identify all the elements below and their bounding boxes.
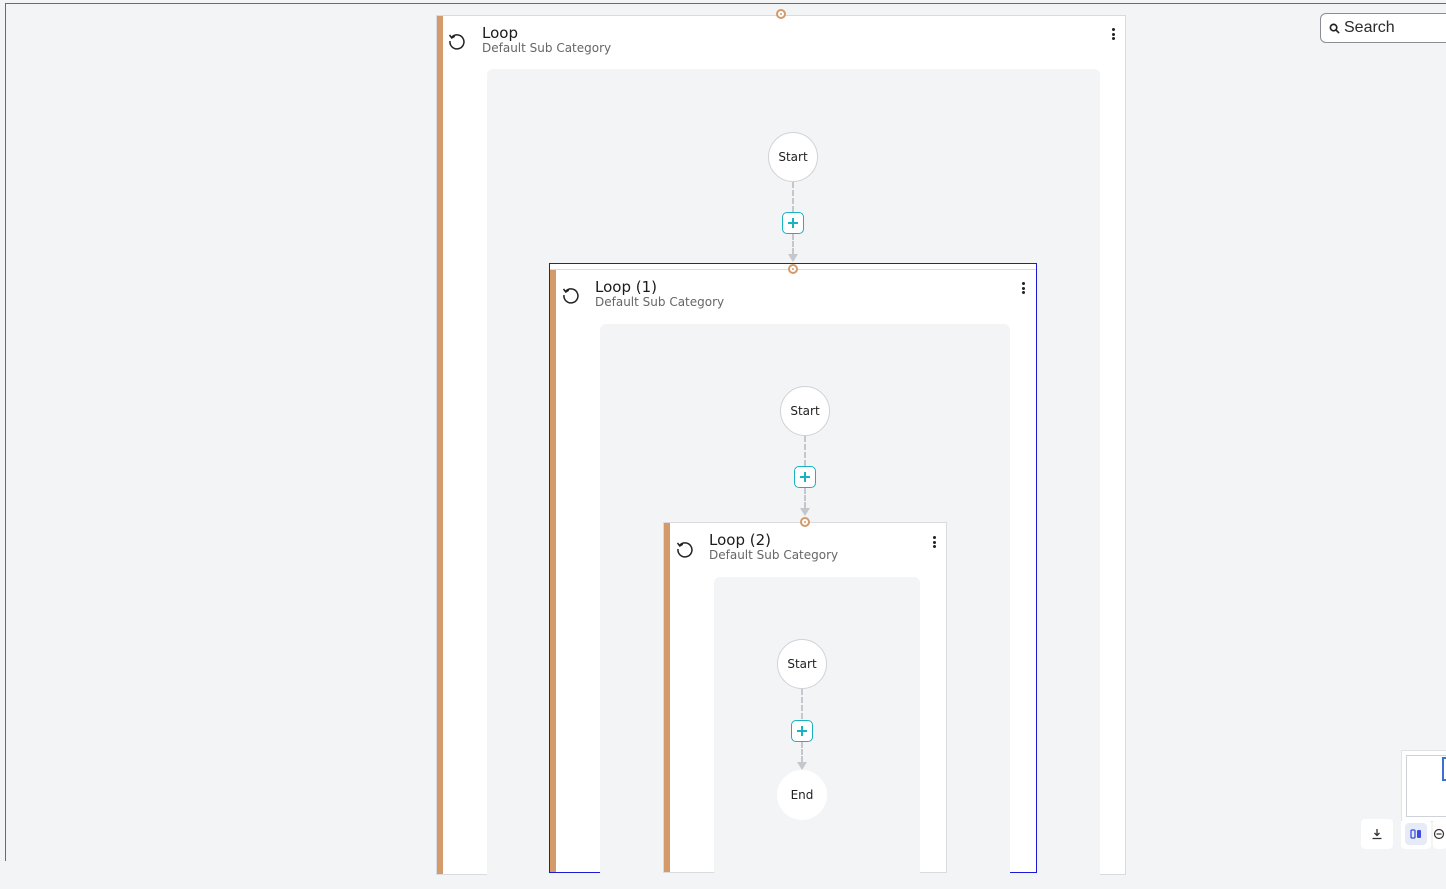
loop-node-2[interactable]: Loop (2) Default Sub Category xyxy=(663,522,947,877)
search-icon xyxy=(1329,23,1340,34)
start-node[interactable]: Start xyxy=(768,132,818,182)
more-vertical-icon[interactable] xyxy=(1018,280,1028,296)
minimap-node xyxy=(1442,757,1446,781)
loop-accent-bar xyxy=(550,269,556,872)
layout-icon xyxy=(1410,829,1421,839)
end-node[interactable]: End xyxy=(777,770,827,820)
plus-icon xyxy=(788,218,798,228)
zoom-out-button[interactable] xyxy=(1433,819,1446,849)
loop-body xyxy=(714,577,920,877)
more-vertical-icon[interactable] xyxy=(1108,26,1118,42)
start-label: Start xyxy=(787,657,817,671)
add-step-button[interactable] xyxy=(791,720,813,742)
plus-icon xyxy=(797,726,807,736)
download-button[interactable] xyxy=(1361,819,1393,849)
download-icon xyxy=(1372,829,1382,840)
loop-title: Loop (1) xyxy=(595,278,657,296)
loop-title: Loop xyxy=(482,24,518,42)
loop-icon xyxy=(676,542,693,558)
layout-button[interactable] xyxy=(1401,819,1431,849)
connector xyxy=(801,742,803,762)
connector-arrow xyxy=(788,254,798,262)
minimap-viewport[interactable] xyxy=(1406,755,1446,817)
loop-title: Loop (2) xyxy=(709,531,771,549)
loop-subtitle: Default Sub Category xyxy=(482,41,612,55)
add-step-button[interactable] xyxy=(782,212,804,234)
loop-subtitle: Default Sub Category xyxy=(709,548,839,562)
start-node[interactable]: Start xyxy=(780,386,830,436)
connector xyxy=(792,182,794,212)
search-input[interactable] xyxy=(1340,19,1444,37)
start-label: Start xyxy=(790,404,820,418)
minimap[interactable] xyxy=(1401,750,1446,822)
loop-icon xyxy=(562,288,579,304)
loop-accent-bar xyxy=(664,523,670,872)
workflow-canvas[interactable] xyxy=(5,3,1446,861)
start-node[interactable]: Start xyxy=(777,639,827,689)
more-vertical-icon[interactable] xyxy=(929,534,939,550)
zoom-out-icon xyxy=(1433,828,1445,840)
connector xyxy=(801,689,803,719)
loop-subtitle: Default Sub Category xyxy=(595,295,725,309)
input-port[interactable] xyxy=(788,264,798,274)
add-step-button[interactable] xyxy=(794,466,816,488)
input-port[interactable] xyxy=(776,9,786,19)
connector-arrow xyxy=(797,762,807,770)
plus-icon xyxy=(800,472,810,482)
connector xyxy=(804,488,806,508)
loop-icon xyxy=(448,34,465,50)
start-label: Start xyxy=(778,150,808,164)
loop-accent-bar xyxy=(437,16,443,874)
connector xyxy=(792,234,794,254)
end-label: End xyxy=(790,788,814,802)
input-port[interactable] xyxy=(800,517,810,527)
layout-button-bg xyxy=(1405,823,1427,845)
connector-arrow xyxy=(800,508,810,516)
connector xyxy=(804,436,806,466)
search-box[interactable] xyxy=(1320,13,1446,43)
